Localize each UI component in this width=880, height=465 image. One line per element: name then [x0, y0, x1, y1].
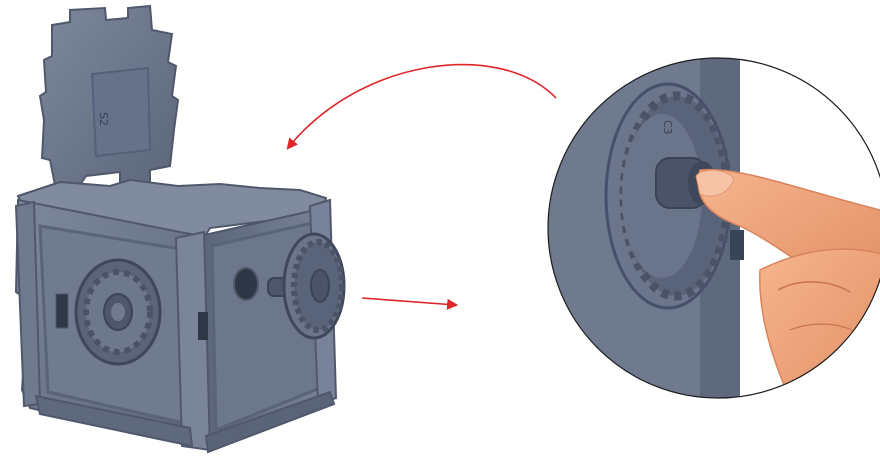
dial-panel-code: C3	[661, 120, 674, 135]
zoom-detail-view: C3	[547, 57, 880, 399]
cube-box-model: S2	[14, 4, 346, 454]
knob-dial-side	[282, 232, 346, 340]
gear-dial-front	[74, 258, 162, 366]
lid-panel-code: S2	[97, 112, 110, 126]
lid-panel: S2	[38, 4, 180, 192]
straight-arrow-icon	[361, 297, 459, 310]
curved-arrow-icon	[286, 63, 557, 150]
